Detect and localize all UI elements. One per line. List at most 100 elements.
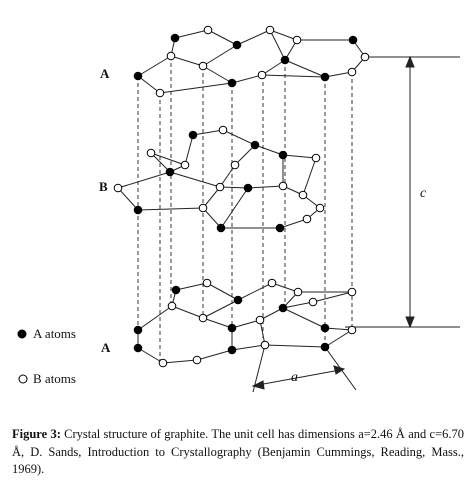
legend-a-label: A atoms	[33, 326, 76, 341]
top-layer-bond	[202, 65, 233, 84]
top-layer-bond	[236, 29, 271, 46]
bottom-layer-b-atom	[255, 315, 265, 325]
middle-layer-b-atom	[298, 190, 308, 200]
middle-layer-a-atom	[275, 223, 285, 233]
middle-layer-bond	[302, 157, 317, 196]
bottom-layer-a-atom	[227, 345, 237, 355]
bottom-layer-bond	[231, 344, 266, 351]
middle-layer-bond	[137, 207, 204, 211]
bottom-layer-b-atom	[198, 313, 208, 323]
layer-b-label: B	[99, 179, 108, 194]
layer-a-top-label: A	[100, 66, 110, 81]
a-ext-left	[252, 344, 266, 393]
top-layer-a-atom	[348, 35, 358, 45]
middle-layer-bond	[184, 134, 194, 166]
bottom-layer-bond	[324, 329, 353, 348]
legend-b-atom-icon	[18, 374, 28, 384]
top-layer-b-atom	[265, 25, 275, 35]
bottom-layer-bond	[324, 327, 353, 331]
middle-layer-bond	[117, 171, 171, 189]
bottom-layer-b-atom	[293, 287, 303, 297]
middle-layer-b-atom	[180, 160, 190, 170]
top-layer-bond	[170, 55, 204, 67]
middle-layer-a-atom	[243, 183, 253, 193]
a-dim-line	[257, 369, 341, 386]
top-layer-b-atom	[166, 51, 176, 61]
middle-layer-b-atom	[146, 148, 156, 158]
a-dimension-label: a	[291, 370, 298, 385]
top-layer-b-atom	[292, 35, 302, 45]
top-layer-b-atom	[155, 88, 165, 98]
middle-layer-bond	[192, 129, 224, 136]
bottom-layer-a-atom	[171, 285, 181, 295]
bottom-layer-bond	[137, 305, 173, 331]
graphite-crystal-diagram: A B A c a A atoms B atoms	[17, 25, 460, 393]
top-layer-bond	[174, 29, 209, 39]
figure-caption: Figure 3: Crystal structure of graphite.…	[12, 426, 464, 479]
middle-layer-bond	[254, 144, 284, 156]
bottom-layer-b-atom	[347, 325, 357, 335]
middle-layer-bond	[222, 129, 256, 146]
middle-layer-bond	[219, 186, 249, 189]
a-arrow-right	[333, 365, 346, 375]
top-layer-a-atom	[320, 72, 330, 82]
bottom-layer-bond	[282, 301, 314, 309]
top-layer-bond	[202, 44, 238, 67]
middle-layer-b-atom	[113, 183, 123, 193]
bottom-layer-bond	[162, 359, 198, 364]
bottom-layer-a-atom	[233, 295, 243, 305]
bottom-layer-b-atom	[260, 340, 270, 350]
middle-layer-bond	[220, 187, 249, 229]
bottom-layer-b-atom	[158, 358, 168, 368]
middle-layer-bond	[150, 152, 186, 166]
bottom-layer-bond	[175, 282, 208, 291]
caption-text: Crystal structure of graphite. The unit …	[12, 427, 465, 476]
middle-layer-a-atom	[278, 150, 288, 160]
middle-layer-a-atom	[250, 140, 260, 150]
bottom-layer-bond	[264, 344, 326, 348]
top-layer-b-atom	[347, 67, 357, 77]
bottom-layer-b-atom	[167, 301, 177, 311]
top-layer-b-atom	[198, 61, 208, 71]
top-layer-bond	[137, 55, 172, 77]
middle-layer-b-atom	[315, 203, 325, 213]
bottom-layer-bond	[137, 347, 164, 364]
middle-layer-a-atom	[165, 167, 175, 177]
bottom-layer-bond	[202, 299, 239, 319]
top-layer-a-atom	[170, 33, 180, 43]
bottom-layer-a-atom	[133, 325, 143, 335]
top-layer-bond	[159, 82, 233, 94]
middle-layer-bond	[202, 207, 222, 229]
c-arrow-top	[405, 55, 415, 68]
top-layer-bond	[261, 59, 286, 76]
top-layer-bond	[269, 29, 286, 61]
bottom-layer-a-atom	[320, 342, 330, 352]
top-layer-a-atom	[280, 55, 290, 65]
middle-layer-a-atom	[133, 205, 143, 215]
top-layer-a-atom	[133, 71, 143, 81]
diagram-svg	[17, 25, 460, 393]
middle-layer-bond	[117, 187, 139, 211]
top-layer-bond	[324, 71, 353, 78]
legend-b-label: B atoms	[33, 371, 76, 386]
bottom-layer-a-atom	[227, 323, 237, 333]
middle-layer-bond	[150, 152, 171, 173]
top-layer-bond	[207, 29, 238, 46]
bottom-layer-bond	[171, 305, 204, 319]
middle-layer-b-atom	[302, 214, 312, 224]
top-layer-bond	[231, 74, 263, 84]
middle-layer-bond	[202, 186, 221, 209]
bottom-layer-bond	[196, 349, 233, 361]
middle-layer-bond	[247, 185, 284, 189]
middle-layer-b-atom	[230, 160, 240, 170]
middle-layer-b-atom	[278, 181, 288, 191]
top-layer-b-atom	[257, 70, 267, 80]
bottom-layer-bond	[312, 291, 353, 303]
top-layer-bond	[137, 75, 161, 94]
middle-layer-b-atom	[311, 153, 321, 163]
top-layer-a-atom	[232, 40, 242, 50]
bottom-layer-bond	[231, 319, 261, 329]
top-layer-b-atom	[360, 52, 370, 62]
middle-layer-bond	[219, 164, 236, 188]
middle-layer-bond	[234, 144, 256, 166]
